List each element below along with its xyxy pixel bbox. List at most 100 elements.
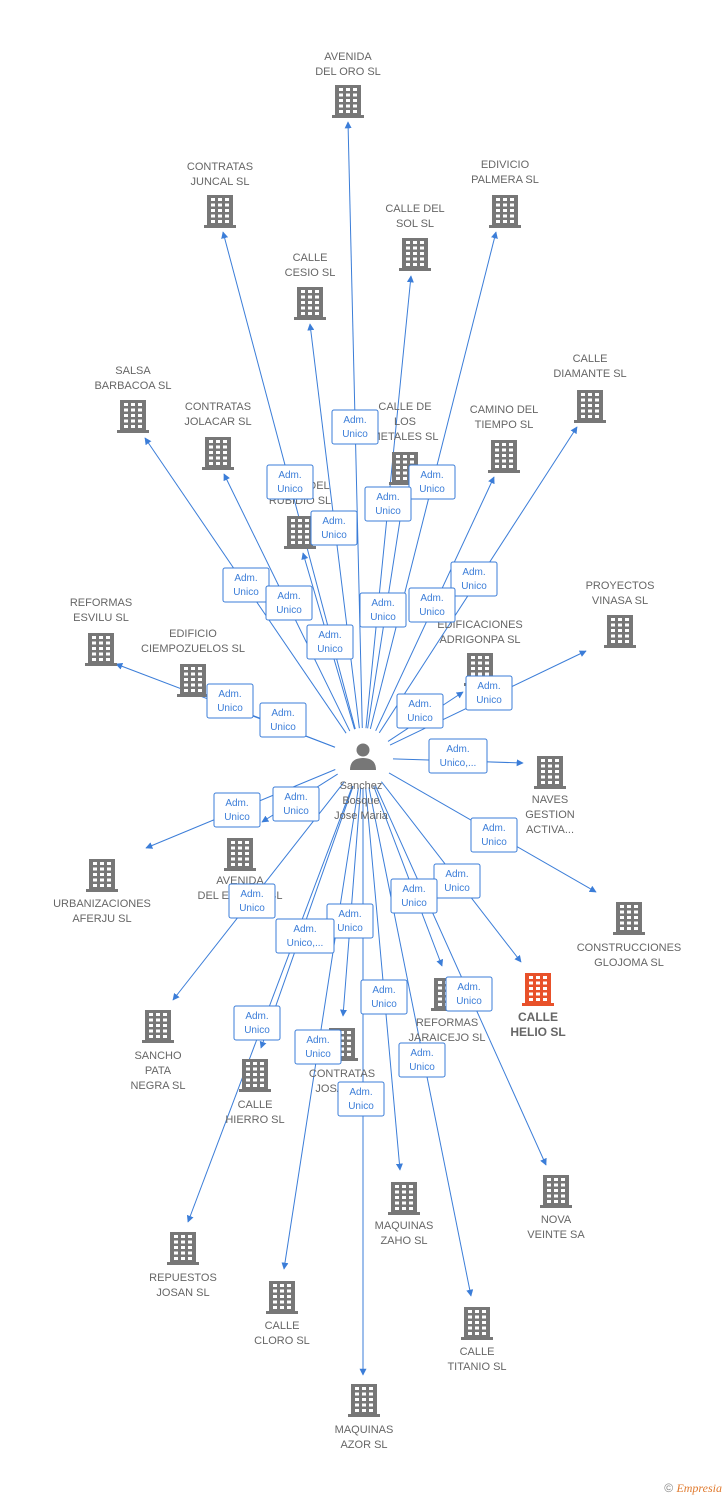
building-icon[interactable] — [85, 633, 117, 666]
edge-calle-cloro — [281, 787, 359, 1270]
relation-text: Adm. — [306, 1035, 329, 1046]
building-icon[interactable] — [86, 859, 118, 892]
company-label: URBANIZACIONES — [53, 898, 151, 910]
building-icon[interactable] — [388, 1182, 420, 1215]
building-icon[interactable] — [294, 287, 326, 320]
building-icon[interactable] — [604, 615, 636, 648]
relation-label-calle-del-sol[interactable]: Adm.Unico — [364, 486, 412, 522]
building-icon[interactable] — [117, 400, 149, 433]
relation-label-calle-helio[interactable]: Adm.Unico — [433, 863, 481, 899]
relation-box — [445, 976, 493, 1012]
building-icon[interactable] — [167, 1232, 199, 1265]
relation-label-edificio-ciempozuelos[interactable]: Adm.Unico — [259, 702, 307, 738]
company-label: ACTIVA... — [526, 824, 574, 836]
relation-box — [396, 693, 444, 729]
building-icon[interactable] — [488, 440, 520, 473]
relation-label-repuestos-josan[interactable]: Adm.Unico — [233, 1005, 281, 1041]
building-icon[interactable] — [540, 1175, 572, 1208]
building-icon[interactable] — [239, 1059, 271, 1092]
relation-label-calle-titanio[interactable]: Adm.Unico — [398, 1042, 446, 1078]
building-icon[interactable] — [489, 195, 521, 228]
relation-label-maquinas-zaho[interactable]: Adm.Unico — [360, 979, 408, 1015]
relation-text: Unico — [342, 429, 368, 440]
relation-label-camino-del-tiempo[interactable]: Adm.Unico — [408, 587, 456, 623]
relation-label-calle-diamante[interactable]: Adm.Unico — [450, 561, 498, 597]
footer-brand[interactable]: © Empresia — [664, 1481, 722, 1496]
relation-label-construcciones-glojoma[interactable]: Adm.Unico — [470, 817, 518, 853]
relation-label-edivicio-palmera[interactable]: Adm.Unico — [408, 464, 456, 500]
building-icon[interactable] — [224, 838, 256, 871]
company-label: VEINTE SA — [527, 1229, 585, 1241]
relation-label-avenida-del-estanio[interactable]: Adm.Unico — [272, 786, 320, 822]
relation-label-sancho-pata-negra[interactable]: Adm.Unico — [228, 883, 276, 919]
building-icon[interactable] — [348, 1384, 380, 1417]
relation-label-maquinas-azor[interactable]: Adm.Unico — [337, 1081, 385, 1117]
building-icon[interactable] — [266, 1281, 298, 1314]
relation-label-calle-del-rubidio[interactable]: Adm.Unico — [306, 624, 354, 660]
building-icon[interactable] — [284, 516, 316, 549]
relation-text: Unico — [401, 898, 427, 909]
relation-label-edificaciones-adrigonpa[interactable]: Adm.Unico — [396, 693, 444, 729]
relation-label-contratas-juncal[interactable]: Adm.Unico — [266, 464, 314, 500]
relation-label-proyectos-vinasa[interactable]: Adm.Unico — [465, 675, 513, 711]
building-icon[interactable] — [534, 756, 566, 789]
relation-box — [310, 510, 358, 546]
relation-text: Unico — [370, 612, 396, 623]
building-icon[interactable] — [332, 85, 364, 118]
relation-label-calle-cesio[interactable]: Adm.Unico — [310, 510, 358, 546]
building-icon[interactable] — [204, 195, 236, 228]
relation-label-naves-gestion-activa[interactable]: Adm.Unico,... — [428, 738, 488, 774]
building-icon[interactable] — [399, 238, 431, 271]
relation-label-reformas-jaraicejo[interactable]: Adm.Unico — [390, 878, 438, 914]
building-icon[interactable] — [202, 437, 234, 470]
relation-text: Unico — [407, 713, 433, 724]
company-node-naves-gestion-activa[interactable]: NAVESGESTIONACTIVA... — [525, 756, 575, 836]
building-icon[interactable] — [522, 973, 554, 1006]
building-icon[interactable] — [613, 902, 645, 935]
edge-repuestos-josan — [186, 785, 353, 1223]
relation-text: Unico — [276, 605, 302, 616]
relation-box — [408, 464, 456, 500]
relation-text: Unico — [337, 923, 363, 934]
relation-label-contratas-jolacar[interactable]: Adm.Unico — [265, 585, 313, 621]
building-icon[interactable] — [461, 1307, 493, 1340]
building-icon[interactable] — [574, 390, 606, 423]
relation-text: Adm. — [284, 792, 307, 803]
company-label: CALLE — [293, 252, 328, 264]
relation-label-calle-hierro[interactable]: Adm.Unico,... — [275, 918, 335, 954]
relation-label-calle-cloro[interactable]: Adm.Unico — [294, 1029, 342, 1065]
relation-label-nova-veinte[interactable]: Adm.Unico — [445, 976, 493, 1012]
relation-label-avenida-del-oro[interactable]: Adm.Unico — [331, 409, 379, 445]
relation-label-urbanizaciones-aferju[interactable]: Adm.Unico — [213, 792, 261, 828]
relation-label-salsa-barbacoa[interactable]: Adm.Unico — [222, 567, 270, 603]
building-icon[interactable] — [142, 1010, 174, 1043]
relation-text: Adm. — [225, 798, 248, 809]
relation-label-reformas-esvilu[interactable]: Adm.Unico — [206, 683, 254, 719]
relation-label-calle-de-los-metales[interactable]: Adm.Unico — [359, 592, 407, 628]
building-icon[interactable] — [177, 664, 209, 697]
